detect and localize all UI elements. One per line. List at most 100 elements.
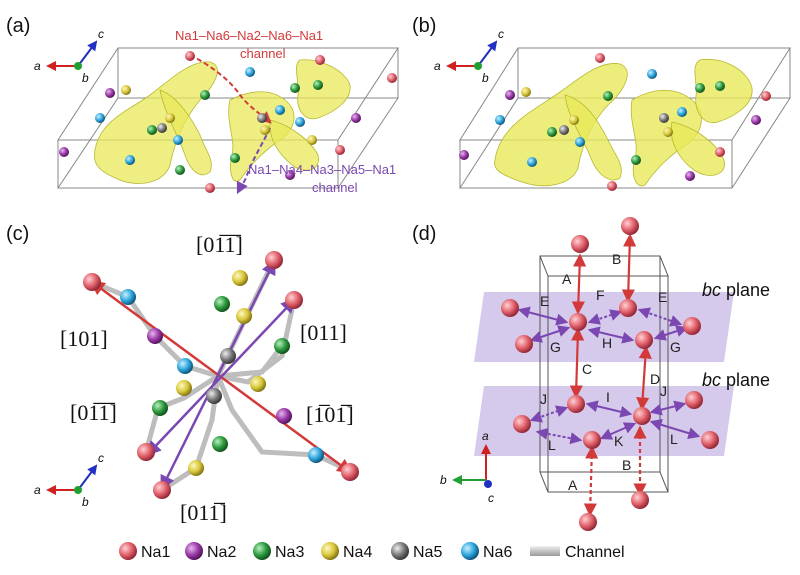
atom-na4: [307, 135, 317, 145]
legend-swatch-na1: [119, 542, 137, 560]
atom-na4: [232, 270, 248, 286]
panel-b-letter: (b): [412, 15, 436, 37]
legend-swatch-na3: [253, 542, 271, 560]
atom-na2: [147, 328, 163, 344]
atom-na4: [663, 127, 673, 137]
jump-label: E: [658, 289, 667, 305]
atom-na6: [308, 447, 324, 463]
atom-na1: [715, 147, 725, 157]
jump-label: B: [622, 457, 631, 473]
atom-na3: [313, 80, 323, 90]
panel-d-red-jumps: [569, 233, 652, 517]
jump-label: B: [612, 251, 621, 267]
panel-a-isosurface: [93, 59, 351, 184]
panel-d-letter: (d): [412, 223, 436, 245]
atom-na1: [315, 55, 325, 65]
direction-label: [011̅]: [180, 500, 227, 525]
axis-a-label: a: [34, 59, 41, 73]
atom-na3: [695, 83, 705, 93]
atom-na1: [761, 91, 771, 101]
atom-na1: [185, 51, 195, 61]
atom-na6: [245, 67, 255, 77]
atom-na3: [147, 125, 157, 135]
panel-a-red-channel-label: Na1–Na6–Na2–Na6–Na1: [175, 28, 323, 43]
panel-a: (a): [6, 15, 399, 195]
atom-na2: [459, 150, 469, 160]
atom-na6: [677, 107, 687, 117]
atom-na4: [165, 113, 175, 123]
atom-na1: [701, 431, 719, 449]
atom-na6: [173, 135, 183, 145]
legend-swatch-na4: [321, 542, 339, 560]
atom-na6: [275, 105, 285, 115]
direction-label: [01̅1̅]: [70, 400, 117, 425]
atom-na2: [505, 90, 515, 100]
axis-a-label: a: [482, 429, 489, 443]
bc-plane-label-upper: bc plane: [702, 280, 770, 300]
atom-na1: [513, 415, 531, 433]
legend-label-na3: Na3: [275, 544, 304, 561]
atom-na3: [230, 153, 240, 163]
atom-na4: [569, 115, 579, 125]
jump-label: C: [582, 361, 592, 377]
panel-c-axes: a b c: [34, 451, 104, 509]
direction-label: [101]: [60, 326, 108, 351]
panel-d-purple-jumps: [517, 306, 701, 445]
atom-na1: [387, 73, 397, 83]
atom-na3: [214, 296, 230, 312]
jump-label: H: [602, 335, 612, 351]
atom-na1: [567, 395, 585, 413]
jump-label: L: [548, 437, 556, 453]
axis-c-label: c: [488, 491, 494, 505]
atom-na6: [95, 113, 105, 123]
axis-b-label: b: [482, 71, 489, 85]
atom-na1: [285, 291, 303, 309]
jump-label: F: [596, 287, 605, 303]
panel-b-atoms: [459, 53, 771, 191]
atom-na1: [501, 299, 519, 317]
jump-label: G: [550, 339, 561, 355]
atom-na2: [105, 88, 115, 98]
legend-label-channel: Channel: [565, 544, 625, 561]
atom-na3: [715, 81, 725, 91]
atom-na5: [659, 113, 669, 123]
atom-na4: [176, 380, 192, 396]
panel-b-isosurface: [494, 58, 753, 187]
atom-na6: [125, 155, 135, 165]
jump-label: J: [660, 383, 667, 399]
panel-d: (d): [412, 217, 770, 531]
legend-swatch-na6: [461, 542, 479, 560]
atom-na1: [635, 331, 653, 349]
jump-label: A: [568, 477, 578, 493]
atom-na3: [274, 338, 290, 354]
atom-na3: [152, 400, 168, 416]
atom-na1: [341, 463, 359, 481]
legend-label-na2: Na2: [207, 544, 236, 561]
atom-na4: [260, 125, 270, 135]
atom-na4: [188, 460, 204, 476]
atom-na1: [633, 407, 651, 425]
jump-label: J: [540, 391, 547, 407]
atom-na3: [547, 127, 557, 137]
atom-na1: [579, 513, 597, 531]
jump-label: K: [614, 433, 624, 449]
atom-na1: [595, 53, 605, 63]
panel-b-axes: a b c: [434, 27, 504, 85]
axis-c-label: c: [498, 27, 504, 41]
atom-na1: [619, 299, 637, 317]
atom-na1: [621, 217, 639, 235]
jump-label: E: [540, 293, 549, 309]
atom-na6: [527, 157, 537, 167]
jump-label: G: [670, 339, 681, 355]
panel-c-arrow-011: [145, 297, 297, 457]
direction-label: [1̅01̅]: [306, 402, 354, 427]
axis-a-label: a: [34, 483, 41, 497]
atom-na1: [83, 273, 101, 291]
atom-na4: [236, 308, 252, 324]
atom-na3: [603, 91, 613, 101]
panel-d-jump-labels: A B E F E G H G C D I J J L K L A B: [540, 251, 681, 493]
atom-na6: [295, 117, 305, 127]
bc-plane-label-lower: bc plane: [702, 370, 770, 390]
legend-swatch-na2: [185, 542, 203, 560]
